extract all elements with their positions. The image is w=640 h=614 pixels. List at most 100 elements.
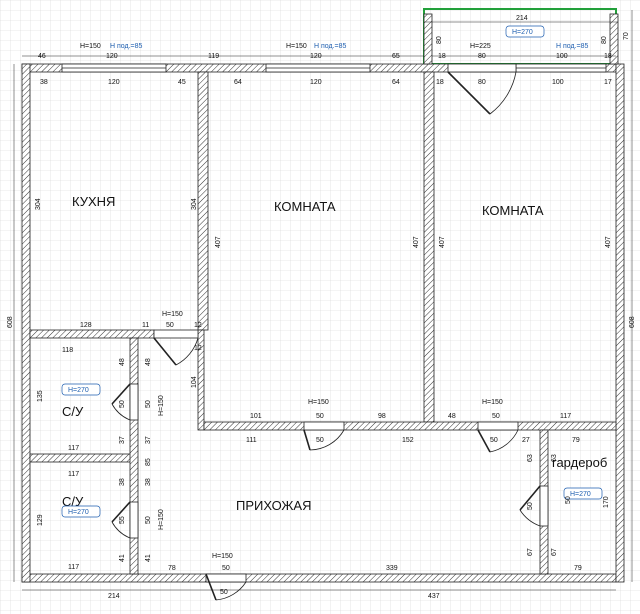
svg-text:608: 608 — [7, 316, 14, 328]
svg-text:50: 50 — [145, 400, 152, 408]
svg-text:18: 18 — [436, 79, 444, 86]
door-room-2-height: H=150 — [482, 399, 503, 406]
svg-text:64: 64 — [234, 79, 242, 86]
svg-text:50: 50 — [145, 516, 152, 524]
svg-text:80: 80 — [436, 36, 443, 44]
svg-text:63: 63 — [527, 454, 534, 462]
svg-text:407: 407 — [439, 236, 446, 248]
windows[interactable] — [61, 63, 607, 73]
room-label-bath-1: С/У — [62, 404, 84, 419]
door-room-1-height: H=150 — [308, 399, 329, 406]
svg-text:50: 50 — [316, 437, 324, 444]
door-bath-1-height: H=150 — [158, 395, 165, 416]
svg-text:27: 27 — [522, 437, 530, 444]
bath-2-height: H=270 — [68, 509, 89, 516]
window-room-left-height: H=150 — [286, 43, 307, 50]
svg-text:117: 117 — [68, 564, 79, 571]
svg-text:67: 67 — [527, 548, 534, 556]
svg-text:129: 129 — [37, 514, 44, 526]
svg-text:135: 135 — [37, 390, 44, 402]
svg-text:214: 214 — [516, 15, 528, 22]
svg-text:214: 214 — [108, 593, 120, 600]
svg-text:85: 85 — [145, 458, 152, 466]
svg-text:80: 80 — [478, 53, 486, 60]
svg-text:339: 339 — [386, 565, 398, 572]
svg-text:50: 50 — [119, 400, 126, 408]
window-room-left-sill: H под.=85 — [314, 43, 347, 50]
top-inner-dimensions: 38 120 45 64 120 64 18 80 100 17 — [40, 79, 612, 86]
svg-text:111: 111 — [246, 437, 257, 444]
svg-text:608: 608 — [629, 316, 636, 328]
svg-text:120: 120 — [310, 79, 322, 86]
svg-text:407: 407 — [605, 236, 612, 248]
window-room-right-height: H=225 — [470, 43, 491, 50]
height-tags: H=270 H=270 H=270 H=270 — [61, 25, 603, 518]
svg-text:100: 100 — [556, 53, 568, 60]
svg-text:65: 65 — [392, 53, 400, 60]
room-label-wardrobe: гардероб — [552, 455, 607, 470]
svg-text:98: 98 — [378, 413, 386, 420]
svg-text:37: 37 — [145, 436, 152, 444]
svg-text:70: 70 — [623, 32, 630, 40]
bath-1-height: H=270 — [68, 387, 89, 394]
dimension-lines — [13, 10, 633, 591]
svg-text:48: 48 — [145, 358, 152, 366]
misc-dimensions: 214 70 80 80 304 304 407 407 407 407 608… — [7, 15, 636, 600]
svg-text:18: 18 — [438, 53, 446, 60]
svg-text:50: 50 — [166, 322, 174, 329]
svg-text:67: 67 — [551, 548, 558, 556]
svg-text:50: 50 — [222, 565, 230, 572]
svg-text:80: 80 — [601, 36, 608, 44]
door-entry-height: H=150 — [212, 553, 233, 560]
svg-text:78: 78 — [168, 565, 176, 572]
svg-text:46: 46 — [38, 53, 46, 60]
window-kitchen-height: H=150 — [80, 43, 101, 50]
svg-text:120: 120 — [108, 79, 120, 86]
svg-text:45: 45 — [178, 79, 186, 86]
balcony-height: H=270 — [512, 29, 533, 36]
svg-text:100: 100 — [552, 79, 564, 86]
svg-text:48: 48 — [448, 413, 456, 420]
svg-text:170: 170 — [603, 496, 610, 508]
svg-text:11: 11 — [142, 322, 149, 329]
svg-text:17: 17 — [604, 79, 612, 86]
svg-text:12: 12 — [194, 322, 202, 329]
svg-text:117: 117 — [68, 471, 79, 478]
svg-text:37: 37 — [119, 436, 126, 444]
svg-text:104: 104 — [191, 376, 198, 388]
svg-text:152: 152 — [402, 437, 414, 444]
svg-text:101: 101 — [250, 413, 262, 420]
svg-text:118: 118 — [62, 347, 73, 354]
svg-text:50: 50 — [490, 437, 498, 444]
window-kitchen-sill: H под.=85 — [110, 43, 143, 50]
svg-text:120: 120 — [106, 53, 118, 60]
svg-text:50: 50 — [492, 413, 500, 420]
svg-text:50: 50 — [220, 589, 228, 596]
svg-text:50: 50 — [565, 496, 572, 504]
svg-text:407: 407 — [413, 236, 420, 248]
room-label-hall: ПРИХОЖАЯ — [236, 498, 312, 513]
balcony-walls — [423, 13, 619, 65]
svg-text:407: 407 — [215, 236, 222, 248]
wardrobe-height: H=270 — [570, 491, 591, 498]
svg-text:119: 119 — [208, 53, 219, 60]
room-label-room-left: КОМНАТА — [274, 199, 336, 214]
svg-text:117: 117 — [560, 413, 571, 420]
room-label-room-right: КОМНАТА — [482, 203, 544, 218]
window-room-right-sill: H под.=85 — [556, 43, 589, 50]
svg-text:80: 80 — [478, 79, 486, 86]
svg-text:41: 41 — [119, 554, 126, 562]
room-label-bath-2: С/У — [62, 494, 84, 509]
svg-text:55: 55 — [119, 516, 126, 524]
doors[interactable] — [111, 63, 549, 601]
top-outer-dimensions: 46 120 119 120 65 18 80 100 18 — [38, 53, 612, 60]
svg-text:63: 63 — [551, 454, 558, 462]
svg-text:64: 64 — [392, 79, 400, 86]
svg-text:304: 304 — [35, 198, 42, 210]
svg-text:12: 12 — [194, 345, 202, 352]
svg-text:50: 50 — [527, 502, 534, 510]
door-kitchen-height: H=150 — [162, 311, 183, 318]
svg-text:79: 79 — [574, 565, 582, 572]
svg-text:437: 437 — [428, 593, 440, 600]
